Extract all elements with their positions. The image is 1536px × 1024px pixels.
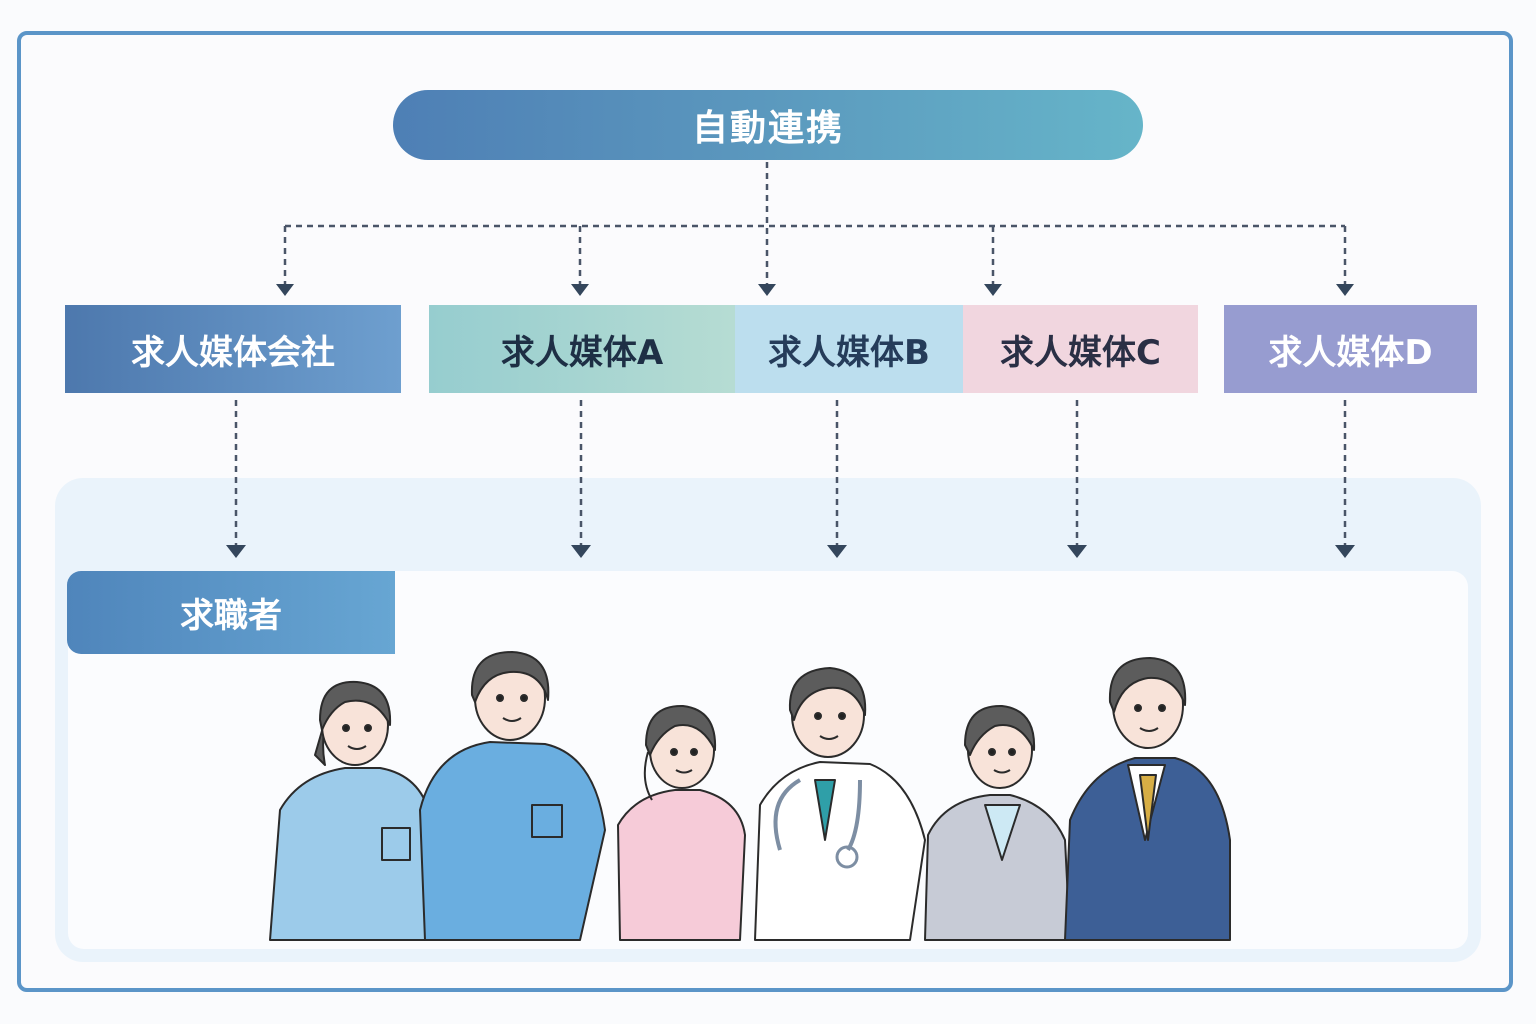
person-nurse-woman xyxy=(617,704,746,941)
media-node-a: 求人媒体A xyxy=(429,305,735,393)
person-office-woman xyxy=(924,704,1071,941)
person-office-man xyxy=(1064,657,1231,941)
auto-integration-hub: 自動連携 xyxy=(393,90,1143,160)
person-caregiver-woman xyxy=(269,680,436,941)
job-seekers-illustration xyxy=(269,651,1231,941)
arrow-head-icon xyxy=(571,284,589,296)
arrow-head-icon xyxy=(1067,545,1087,558)
arrow-head-icon xyxy=(1335,545,1355,558)
arrow-head-icon xyxy=(827,545,847,558)
media-node-d: 求人媒体D xyxy=(1224,305,1477,393)
job-seeker-label: 求職者 xyxy=(67,571,395,654)
arrow-head-icon xyxy=(571,545,591,558)
arrow-head-icon xyxy=(1336,284,1354,296)
media-node-c: 求人媒体C xyxy=(963,305,1198,393)
arrow-head-icon xyxy=(226,545,246,558)
arrow-head-icon xyxy=(276,284,294,296)
media-node-b: 求人媒体B xyxy=(735,305,963,393)
person-caregiver-man xyxy=(419,651,606,941)
person-doctor xyxy=(754,667,926,941)
arrow-head-icon xyxy=(758,284,776,296)
media-node-company: 求人媒体会社 xyxy=(65,305,401,393)
arrow-head-icon xyxy=(984,284,1002,296)
